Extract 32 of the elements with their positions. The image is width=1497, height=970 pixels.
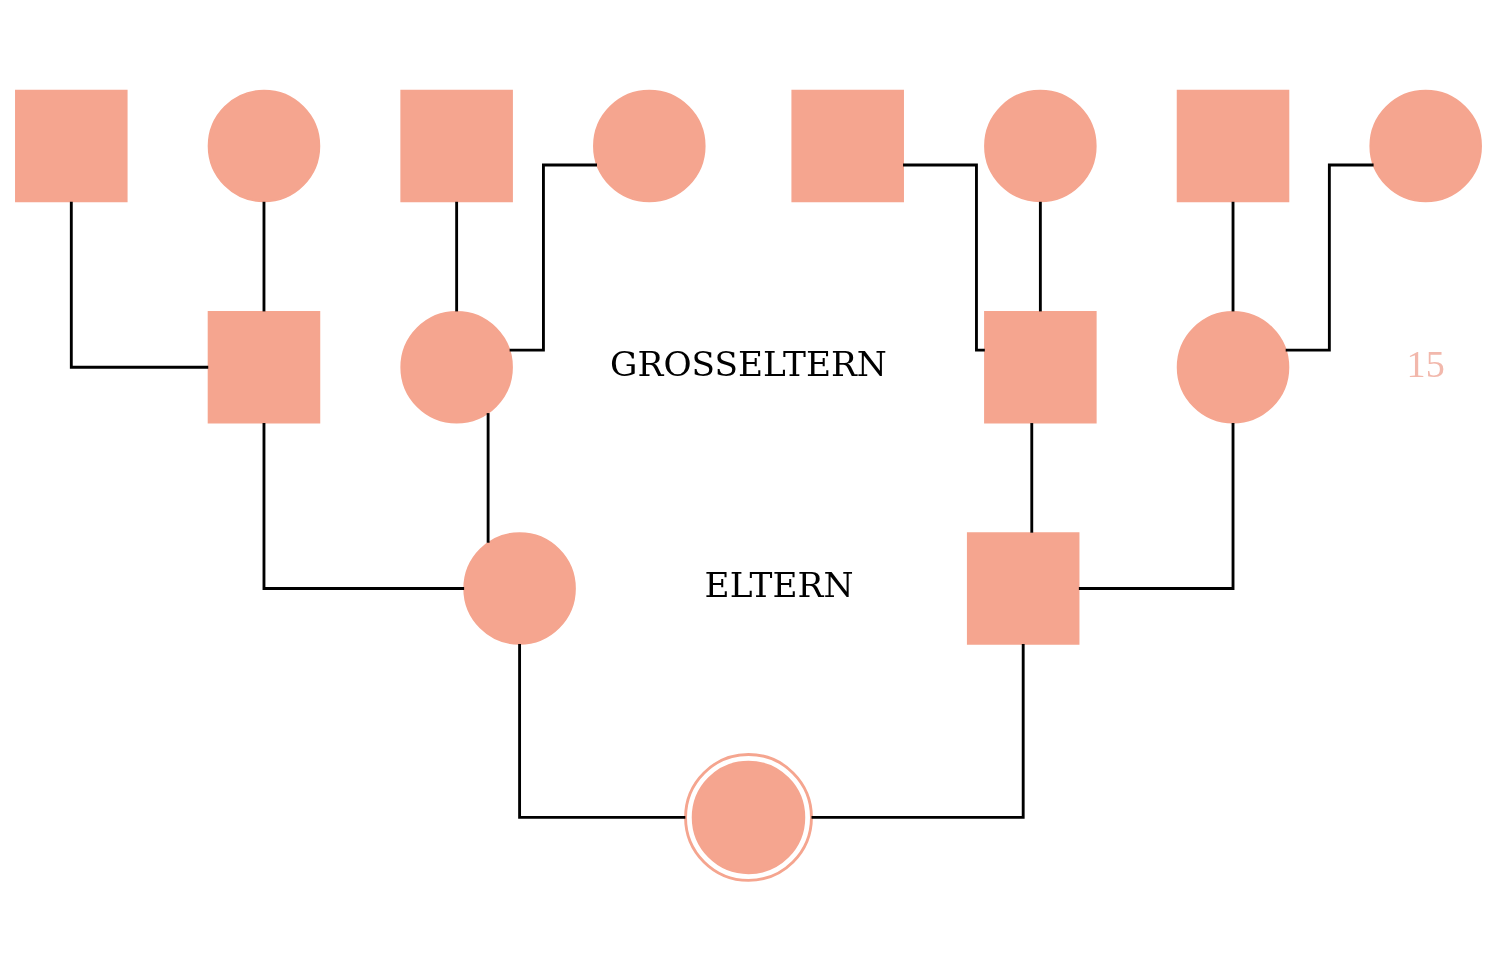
connector <box>69 201 209 369</box>
node-box <box>966 531 1080 645</box>
node-box <box>400 89 513 202</box>
label: GROSSELTERN <box>610 343 887 384</box>
node-box <box>1176 89 1290 202</box>
connector <box>262 201 266 311</box>
node-circle <box>1176 310 1290 423</box>
label: ELTERN <box>704 564 854 605</box>
node-circle <box>684 752 813 882</box>
connector <box>811 643 1025 819</box>
node-circle <box>400 310 513 423</box>
connector <box>262 422 465 590</box>
connector <box>1030 422 1034 533</box>
connector <box>1231 201 1235 311</box>
connector <box>1038 201 1042 311</box>
connector <box>1078 422 1235 590</box>
connector <box>486 412 490 543</box>
connector <box>903 163 985 351</box>
node-circle <box>593 89 706 202</box>
node-circle <box>463 531 576 645</box>
node-circle <box>1369 89 1482 202</box>
node-box <box>207 310 321 423</box>
label: 15 <box>1406 342 1445 385</box>
node-box <box>791 89 904 202</box>
node-box <box>15 89 128 202</box>
connector <box>1285 163 1374 351</box>
connector <box>518 643 686 819</box>
node-box <box>984 310 1097 423</box>
node-circle <box>207 89 321 202</box>
node-circle <box>984 89 1097 202</box>
connector <box>509 163 597 351</box>
connector <box>455 201 459 311</box>
